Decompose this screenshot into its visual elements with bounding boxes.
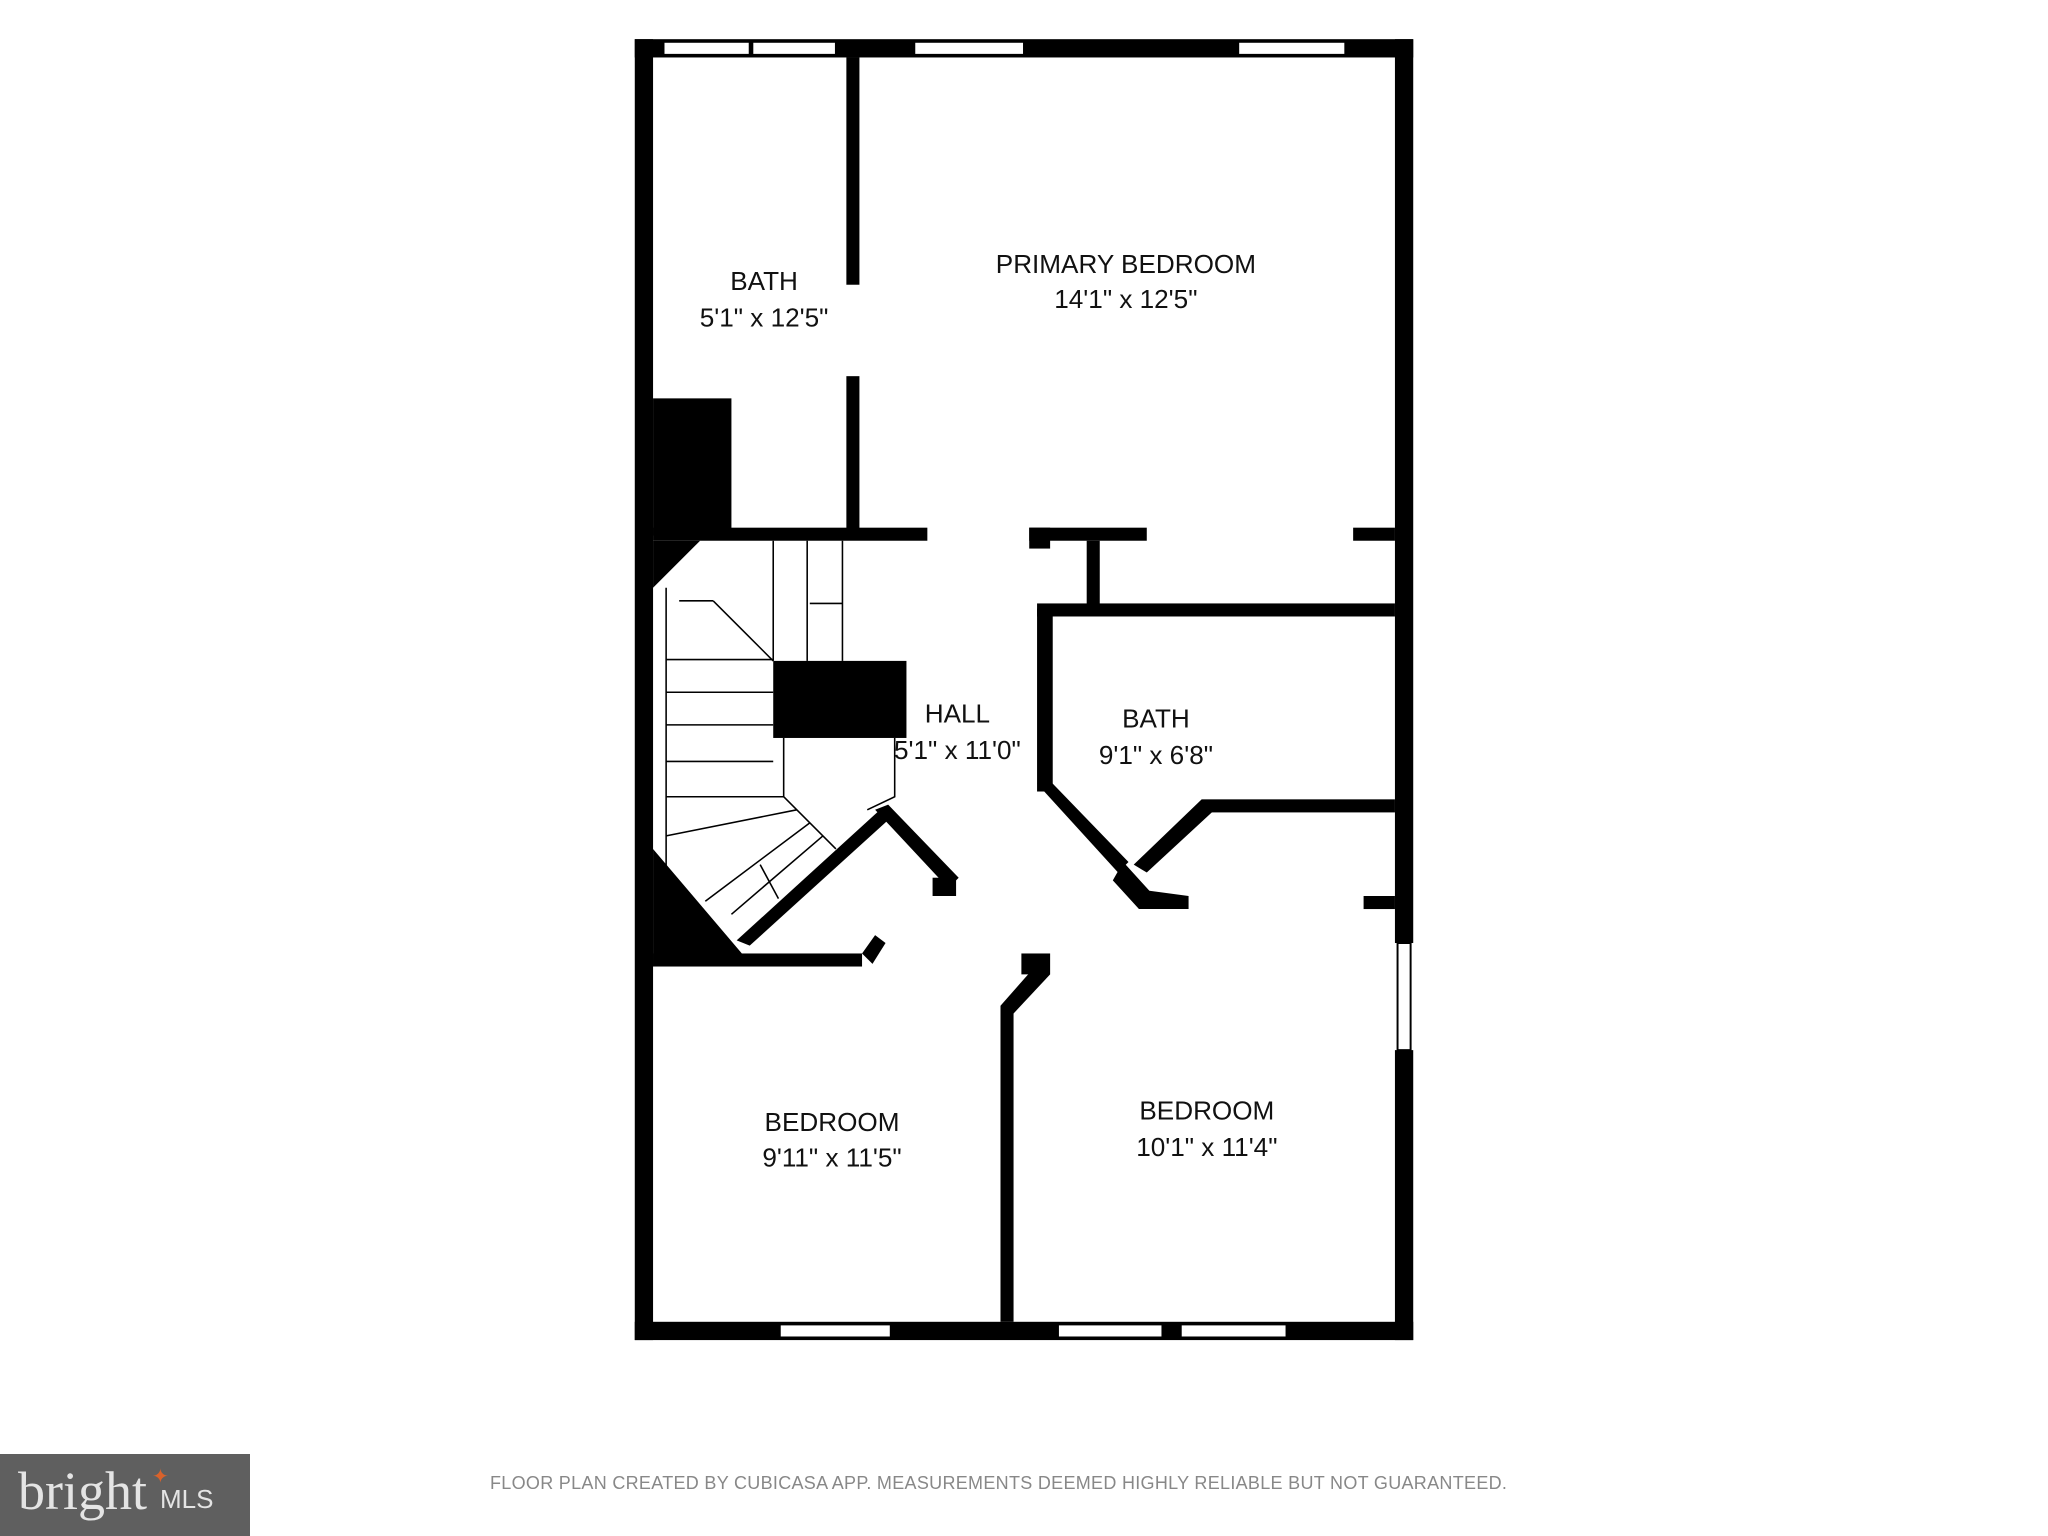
stairs: [665, 540, 896, 915]
logo-text: bright: [18, 1461, 147, 1521]
room-name: BEDROOM: [765, 1107, 900, 1137]
walls: [634, 39, 1414, 1341]
logo-suffix: MLS: [160, 1484, 214, 1514]
star-icon: ✦: [152, 1466, 169, 1488]
room-dims: 10'1" x 11'4": [1136, 1132, 1277, 1162]
room-dims: 9'1" x 6'8": [1099, 740, 1213, 770]
disclaimer: FLOOR PLAN CREATED BY CUBICASA APP. MEAS…: [490, 1473, 1508, 1493]
windows: [662, 40, 1412, 1339]
room-name: BEDROOM: [1139, 1095, 1274, 1125]
room-name: BATH: [730, 266, 798, 296]
room-name: PRIMARY BEDROOM: [996, 249, 1256, 279]
room-name: HALL: [925, 698, 990, 728]
room-dims: 5'1" x 12'5": [700, 303, 829, 333]
room-labels: BATH 5'1" x 12'5" PRIMARY BEDROOM 14'1" …: [700, 249, 1278, 1172]
room-dims: 5'1" x 11'0": [894, 735, 1021, 765]
bright-mls-logo: bright ✦ MLS: [0, 1454, 250, 1536]
room-dims: 14'1" x 12'5": [1054, 284, 1197, 314]
room-name: BATH: [1122, 704, 1190, 734]
room-dims: 9'11" x 11'5": [762, 1142, 901, 1172]
